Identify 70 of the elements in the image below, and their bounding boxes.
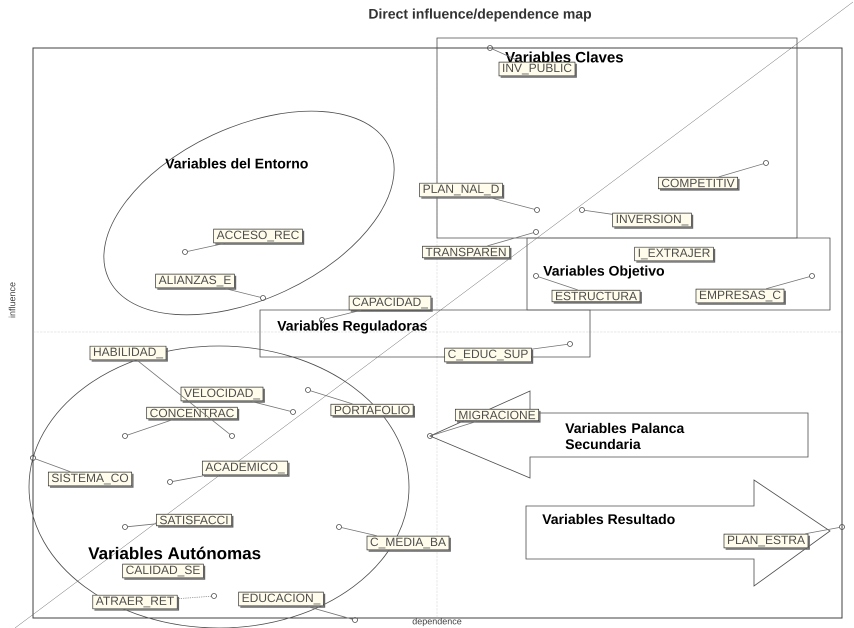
- data-point: [534, 207, 540, 213]
- leader-line: [531, 344, 568, 350]
- leader-line: [432, 420, 478, 436]
- variable-label: C_EDUC_SUP: [444, 348, 534, 364]
- leader-line: [310, 390, 353, 404]
- leader-line: [486, 232, 534, 246]
- variable-label: INVERSION_: [612, 212, 694, 229]
- leader-line: [718, 163, 764, 178]
- data-point: [167, 479, 173, 485]
- variable-label: C_MEDIA_BA: [366, 536, 451, 552]
- data-point: [427, 433, 433, 439]
- leader-line: [35, 458, 71, 472]
- variable-label: CALIDAD_SE: [122, 564, 206, 580]
- data-point: [352, 617, 358, 623]
- variable-label: ACADEMICO_: [202, 460, 290, 477]
- data-point: [122, 433, 128, 439]
- leader-line: [187, 242, 226, 252]
- data-point: [182, 249, 188, 255]
- data-point: [336, 524, 342, 530]
- variable-label: EDUCACION_: [238, 592, 326, 608]
- leader-line: [341, 527, 378, 536]
- leader-line: [306, 606, 353, 620]
- leader-line: [172, 474, 207, 482]
- variable-label: SATISFACCI: [156, 514, 234, 528]
- axis-label: dependence: [412, 618, 462, 626]
- axis-label: influence: [8, 282, 16, 318]
- variable-label: VELOCIDAD_: [180, 386, 265, 403]
- leader-line: [584, 210, 613, 215]
- variable-label: HABILIDAD_: [90, 346, 168, 362]
- leader-line: [224, 288, 261, 298]
- data-point: [533, 229, 539, 235]
- leader-line: [127, 418, 175, 436]
- variable-label: COMPETITIV: [658, 176, 740, 191]
- data-point: [229, 433, 235, 439]
- leader-line: [766, 276, 810, 290]
- leader-line: [136, 360, 230, 435]
- leader-line: [538, 276, 578, 290]
- data-point: [839, 524, 845, 530]
- data-point: [487, 45, 493, 51]
- variable-label: PORTAFOLIO: [330, 404, 415, 418]
- leader-line: [250, 400, 291, 412]
- variable-label: INV_PUBLIC: [498, 62, 577, 78]
- variable-label: CAPACIDAD_: [348, 296, 433, 312]
- data-point: [30, 455, 36, 461]
- data-point: [567, 341, 573, 347]
- variable-label: EMPRESAS_C: [696, 288, 786, 305]
- data-point: [809, 273, 815, 279]
- leader-line: [488, 196, 535, 210]
- leader-line: [128, 523, 156, 528]
- data-point: [260, 295, 266, 301]
- variable-label: PLAN_ESTRA: [724, 534, 810, 550]
- variable-label: ESTRUCTURA: [552, 290, 642, 304]
- variable-label: TRANSPAREN: [422, 246, 512, 260]
- data-point: [290, 409, 296, 415]
- variable-label: SISTEMA_CO: [48, 472, 134, 488]
- variable-label: PLAN_NAL_D: [419, 182, 504, 199]
- leader-line: [177, 596, 212, 600]
- leader-line: [324, 310, 362, 320]
- data-point: [122, 524, 128, 530]
- chart-title: Direct influence/dependence map: [369, 8, 592, 22]
- data-point: [533, 273, 539, 279]
- data-point: [763, 160, 769, 166]
- data-point: [579, 207, 585, 213]
- variable-label: MIGRACIONE: [454, 408, 541, 423]
- variable-label: ATRAER_RET: [92, 594, 180, 611]
- variable-label: I_EXTRAJER: [634, 246, 716, 263]
- variable-label: ACCESO_REC: [213, 228, 304, 245]
- data-point: [211, 593, 217, 599]
- variable-label: ALIANZAS_E: [155, 274, 236, 290]
- data-point: [305, 387, 311, 393]
